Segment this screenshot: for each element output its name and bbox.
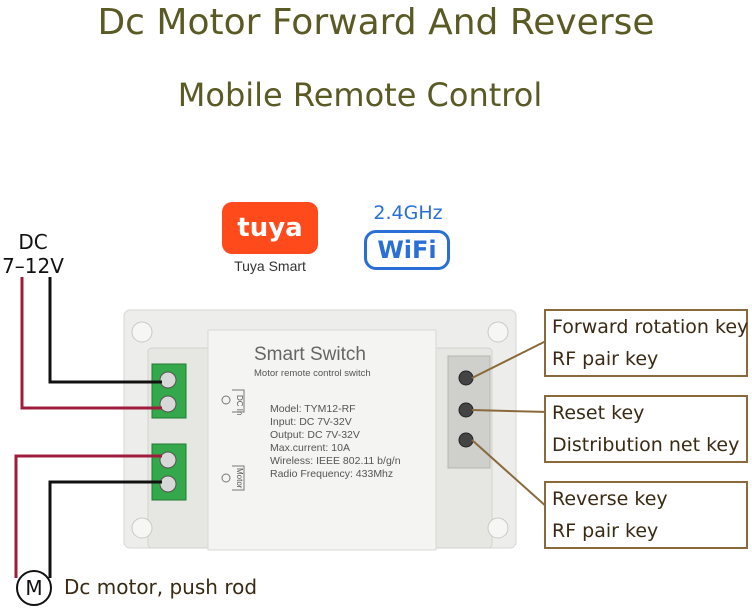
- motor-bracket: [232, 465, 245, 491]
- mount-hole-br: [487, 517, 509, 539]
- motor-symbol: [16, 570, 52, 606]
- dc-in-bracket: [232, 389, 245, 413]
- callout-leader-forward: [471, 339, 549, 379]
- power-label-voltage: 7–12V: [2, 254, 64, 278]
- callout-leader-reset: [471, 409, 549, 413]
- callout-reverse-line1: Reverse key: [552, 488, 668, 510]
- callout-reset: Reset key Distribution net key: [544, 395, 748, 463]
- power-label: DC 7–12V: [0, 230, 66, 278]
- callout-reverse-line2: RF pair key: [552, 520, 659, 542]
- motor-wire-positive: [14, 454, 162, 578]
- motor-wire-negative: [48, 480, 162, 578]
- mount-hole-tr: [487, 321, 509, 343]
- terminal-screw-motor-1: [159, 451, 177, 469]
- device-label-panel: [207, 329, 437, 551]
- device-subtitle: Motor remote control switch: [254, 368, 371, 379]
- terminal-screw-dc-1: [159, 371, 177, 389]
- mount-hole-tl: [131, 321, 153, 343]
- subtitle: Mobile Remote Control: [177, 76, 543, 114]
- callout-reset-line1: Reset key: [552, 402, 645, 424]
- power-label-dc: DC: [18, 230, 48, 254]
- reset-key-button: [458, 402, 474, 418]
- forward-key-button: [458, 370, 474, 386]
- terminal-screw-dc-2: [159, 395, 177, 413]
- callout-forward: Forward rotation key RF pair key: [544, 309, 748, 377]
- title: Dc Motor Forward And Reverse: [97, 2, 655, 43]
- reverse-key-button: [458, 432, 474, 448]
- motor-label: Motor: [235, 468, 244, 489]
- callout-leader-reverse: [471, 439, 549, 509]
- mount-hole-bl: [131, 517, 153, 539]
- spec-output: Output: DC 7V-32V: [270, 429, 360, 441]
- device-specs: Model: TYM12-RF Input: DC 7V-32V Output:…: [270, 403, 401, 481]
- wifi-band-label: 2.4GHz: [373, 202, 443, 224]
- spec-model: Model: TYM12-RF: [270, 403, 356, 415]
- wifi-logo: WiFi: [364, 230, 450, 270]
- power-wire-negative: [48, 277, 162, 384]
- callout-reverse: Reverse key RF pair key: [544, 481, 748, 549]
- spec-max-current: Max.current: 10A: [270, 442, 350, 454]
- tuya-logo-text: tuya: [237, 213, 303, 243]
- motor-symbol-letter: M: [25, 576, 43, 600]
- callout-reset-line2: Distribution net key: [552, 434, 740, 456]
- device-name: Smart Switch: [254, 344, 366, 365]
- tuya-caption: Tuya Smart: [234, 258, 306, 274]
- power-wire-positive: [20, 277, 162, 410]
- spec-input: Input: DC 7V-32V: [270, 416, 352, 428]
- callout-forward-line1: Forward rotation key: [552, 316, 749, 338]
- spec-wireless: Wireless: IEEE 802.11 b/g/n: [270, 455, 401, 467]
- spec-radio-frequency: Radio Frequency: 433Mhz: [270, 468, 394, 480]
- motor-label-text: Dc motor, push rod: [64, 575, 258, 599]
- motor-led: [221, 473, 231, 483]
- dc-in-led: [221, 395, 231, 405]
- dc-in-label: DC In: [235, 395, 244, 416]
- callout-forward-line2: RF pair key: [552, 348, 659, 370]
- terminal-screw-motor-2: [159, 475, 177, 493]
- tuya-logo: tuya: [222, 202, 318, 254]
- wifi-logo-text: WiFi: [377, 236, 437, 264]
